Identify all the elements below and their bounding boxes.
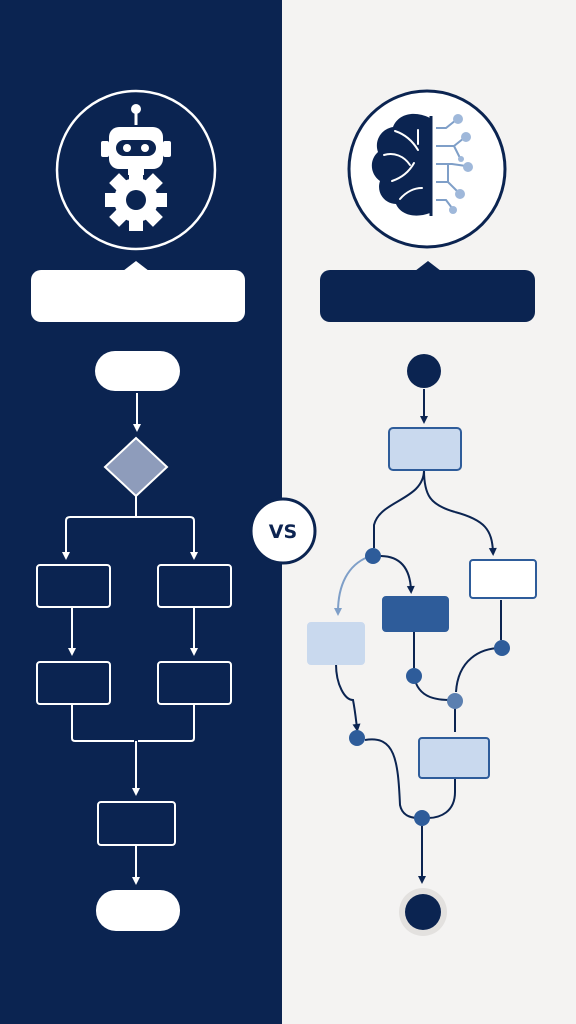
right-banner <box>320 261 535 322</box>
right-step-box-4 <box>307 622 365 665</box>
left-start-terminal <box>95 351 180 391</box>
left-branch-a-step-1 <box>36 564 111 608</box>
right-step-box-5 <box>418 737 490 779</box>
left-panel <box>31 89 245 931</box>
vs-label: VS <box>269 521 297 543</box>
right-node <box>447 693 463 709</box>
right-node <box>349 730 365 746</box>
right-panel <box>307 89 537 936</box>
right-flowchart <box>307 354 537 936</box>
right-step-box-3 <box>382 596 449 632</box>
right-end-node <box>405 894 441 930</box>
right-start-node <box>407 354 441 388</box>
left-end-terminal <box>96 890 180 931</box>
vs-badge: VS <box>249 497 317 565</box>
right-node <box>406 668 422 684</box>
brain-network-icon <box>347 89 507 249</box>
right-node <box>414 810 430 826</box>
left-flowchart <box>36 351 232 931</box>
right-step-box-1 <box>388 427 462 471</box>
right-step-box-2 <box>469 559 537 599</box>
robot-gear-icon <box>55 89 217 251</box>
right-node <box>494 640 510 656</box>
left-branch-a-step-2 <box>36 661 111 705</box>
right-node <box>365 548 381 564</box>
left-banner <box>31 261 245 322</box>
